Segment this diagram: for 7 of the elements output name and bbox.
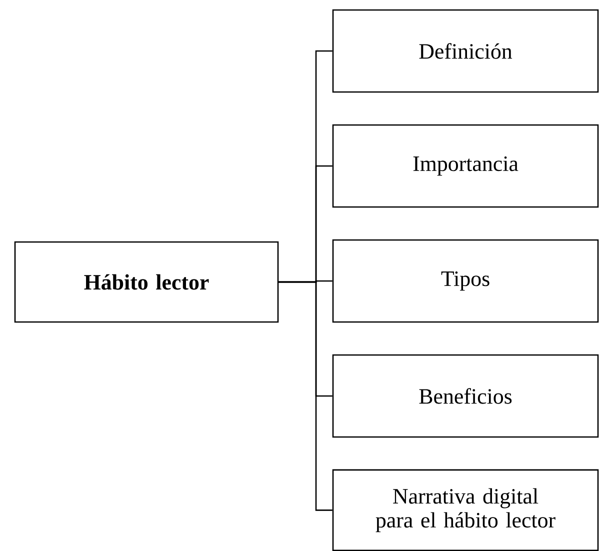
connector-line xyxy=(278,281,332,511)
subtopic-box: Tipos xyxy=(332,239,599,323)
subtopic-box: Beneficios xyxy=(332,354,599,438)
subtopic-box: Narrativa digital para el hábito lector xyxy=(332,469,599,551)
topic-box: Hábito lector xyxy=(14,241,279,323)
subtopic-box: Definición xyxy=(332,9,599,93)
subtopic-box: Importancia xyxy=(332,124,599,208)
